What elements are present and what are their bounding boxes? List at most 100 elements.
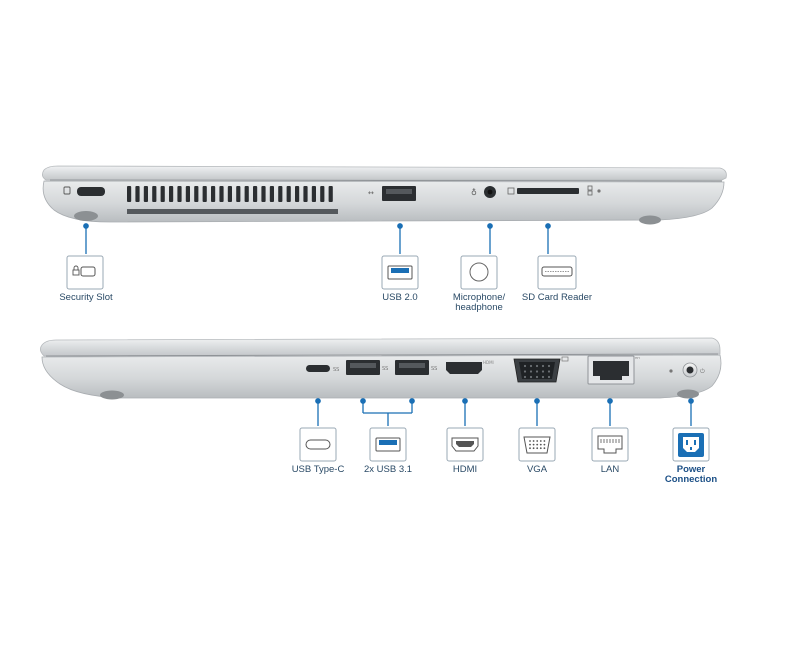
- vga-pin: [539, 440, 542, 442]
- vent-slot: [286, 186, 291, 202]
- label-security-slot: Security Slot: [59, 292, 113, 303]
- foot-right: [639, 215, 661, 225]
- vga-pin: [536, 443, 539, 446]
- svg-text:ᴴᴴ: ᴴᴴ: [635, 357, 640, 363]
- hdmi-icon: [451, 437, 479, 452]
- callouts-right: [315, 398, 694, 426]
- vga-pin: [541, 364, 545, 368]
- svg-text:♁: ♁: [471, 188, 477, 197]
- vent-slot: [127, 186, 132, 202]
- vga-pin: [543, 447, 546, 450]
- lock-slot-icon: [72, 265, 96, 277]
- icon-box-security: [66, 255, 104, 290]
- vga-pin: [529, 447, 531, 450]
- svg-text:SS: SS: [382, 366, 388, 372]
- usb-c-port: [306, 365, 330, 372]
- vent-slot: [311, 186, 316, 202]
- vga-pin: [529, 443, 531, 446]
- vga-icon: [523, 436, 551, 454]
- lid-edge: [42, 165, 727, 181]
- label-microphone-line2: headphone: [455, 302, 503, 313]
- label-usb-2-0: USB 2.0: [382, 292, 418, 303]
- vent-slot: [202, 186, 207, 202]
- vent-slot: [320, 186, 325, 202]
- vga-pin: [536, 440, 539, 442]
- icon-box-vga: [518, 427, 556, 462]
- label-microphone-line1: Microphone/: [452, 292, 506, 303]
- label-power-line2: Connection: [664, 474, 718, 485]
- ethernet-icon: [597, 435, 623, 454]
- vent-slot: [143, 186, 148, 202]
- usb-icon: [375, 437, 401, 452]
- vent-slot: [269, 186, 274, 202]
- hdmi-port: [446, 362, 482, 374]
- vga-pin: [547, 375, 551, 379]
- sd-card-icon: [541, 266, 573, 277]
- vent-slot: [127, 209, 338, 214]
- vga-pin: [523, 370, 527, 373]
- vga-pin: [539, 443, 542, 446]
- sd-card-slot: [517, 188, 579, 194]
- vga-pin: [532, 443, 535, 446]
- vent-grille: [127, 186, 338, 214]
- svg-text:↔: ↔: [368, 189, 374, 197]
- vga-pin: [523, 364, 527, 368]
- headphone-jack-icon: [469, 262, 489, 282]
- vga-pin: [535, 370, 539, 373]
- vga-pin: [529, 364, 533, 368]
- vent-slot: [160, 186, 165, 202]
- security-slot: [77, 187, 105, 196]
- label-hdmi: HDMI: [452, 464, 478, 475]
- vga-pin: [541, 375, 545, 379]
- laptop-left-side: ↔ ♁: [42, 165, 727, 225]
- vga-pin: [529, 440, 531, 442]
- icon-box-hdmi: [446, 427, 484, 462]
- vent-slot: [177, 186, 182, 202]
- power-plug-icon: [678, 433, 704, 457]
- icon-box-audio: [460, 255, 498, 290]
- vent-slot: [303, 186, 308, 202]
- vga-pin: [529, 375, 533, 379]
- vga-pin: [543, 440, 546, 442]
- vga-pin: [535, 364, 539, 368]
- vga-pin: [543, 443, 546, 446]
- laptop-right-side: SS SS SS HDMI ᴴᴴ ⏻: [40, 337, 722, 400]
- icon-box-power: [672, 427, 710, 462]
- vent-slot: [194, 186, 199, 202]
- vga-pin: [536, 447, 539, 450]
- icon-box-sd: [537, 255, 577, 290]
- vent-slot: [295, 186, 300, 202]
- vent-slot: [185, 186, 190, 202]
- label-lan: LAN: [600, 464, 620, 475]
- vga-pin: [532, 447, 535, 450]
- svg-text:⏻: ⏻: [700, 368, 705, 375]
- vent-slot: [135, 186, 140, 202]
- svg-text:SS: SS: [333, 367, 339, 373]
- vga-pin: [547, 364, 551, 368]
- label-usb-type-c: USB Type-C: [291, 464, 345, 475]
- vent-slot: [169, 186, 174, 202]
- lid-edge-right: [40, 337, 721, 357]
- icon-box-usb2: [381, 255, 419, 290]
- callouts-left: [83, 223, 551, 254]
- label-sd-card-reader: SD Card Reader: [521, 292, 593, 303]
- label-vga: VGA: [526, 464, 548, 475]
- vent-slot: [152, 186, 157, 202]
- icon-box-usbc: [299, 427, 337, 462]
- label-power-line1: Power: [676, 464, 706, 475]
- vga-pin: [547, 370, 551, 373]
- vga-pin: [529, 370, 533, 373]
- vga-pin: [523, 375, 527, 379]
- vga-pin: [541, 370, 545, 373]
- vga-pin: [532, 440, 535, 442]
- icon-box-lan: [591, 427, 629, 462]
- svg-text:SS: SS: [431, 366, 437, 372]
- vent-slot: [227, 186, 232, 202]
- vent-slot: [219, 186, 224, 202]
- vent-slot: [328, 186, 333, 202]
- label-usb-3-1: 2x USB 3.1: [363, 464, 413, 475]
- vent-slot: [211, 186, 216, 202]
- svg-text:HDMI: HDMI: [483, 360, 494, 365]
- vent-slot: [253, 186, 258, 202]
